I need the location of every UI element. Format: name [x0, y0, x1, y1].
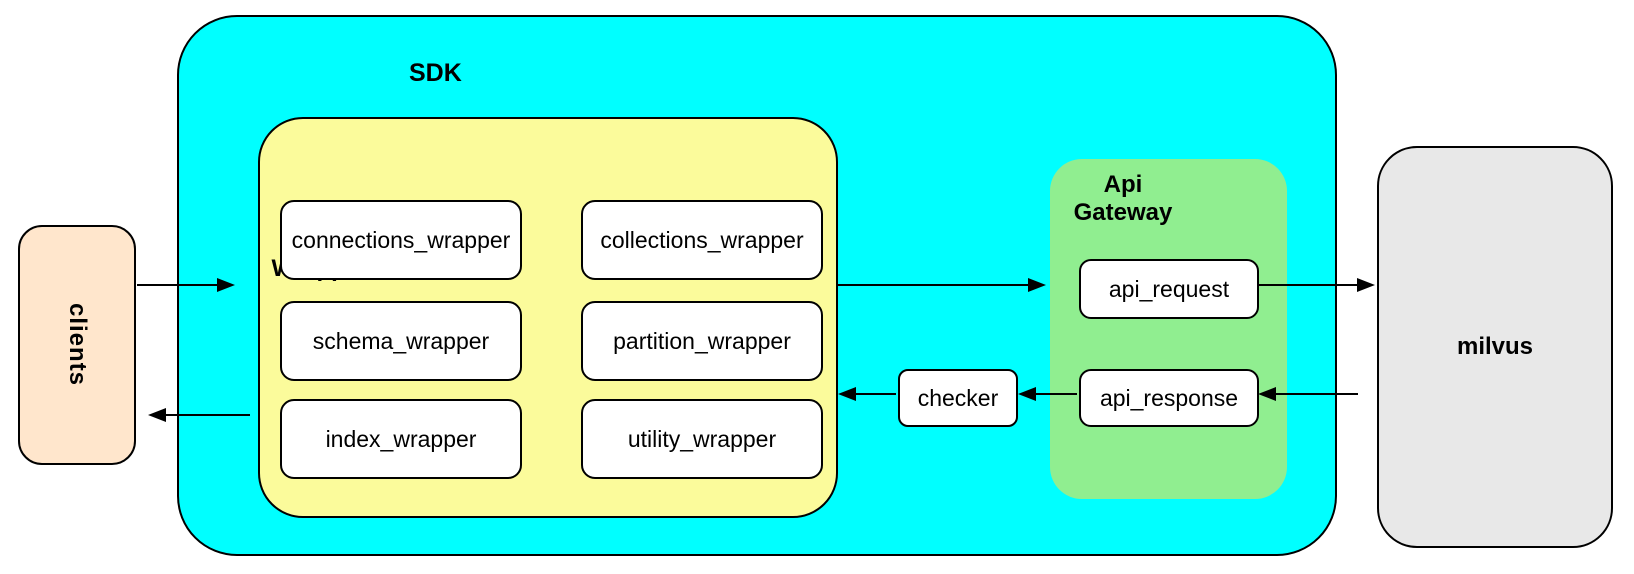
module-connections-wrapper: connections_wrapper	[280, 200, 522, 280]
arrow-clients-to-sdk-line	[137, 284, 217, 286]
module-collections-wrapper-label: collections_wrapper	[600, 226, 804, 253]
arrow-request-to-milvus-line	[1257, 284, 1357, 286]
milvus-label: milvus	[1456, 333, 1534, 360]
module-index-wrapper-label: index_wrapper	[325, 425, 477, 452]
module-index-wrapper: index_wrapper	[280, 399, 522, 479]
arrow-milvus-to-response-line	[1276, 393, 1358, 395]
arrow-wrapper-to-clients-line	[166, 414, 250, 416]
arrow-response-to-checker-line	[1036, 393, 1077, 395]
arrow-checker-to-wrapper-head	[838, 387, 856, 401]
milvus-box: milvus	[1377, 146, 1613, 548]
module-schema-wrapper: schema_wrapper	[280, 301, 522, 381]
api-gateway-label: Api Gateway	[1063, 171, 1183, 227]
arrow-request-to-milvus-head	[1357, 278, 1375, 292]
api-gateway-box: Api Gateway api_request api_response	[1050, 159, 1287, 499]
arrow-checker-to-wrapper-line	[856, 393, 896, 395]
arrow-response-to-checker-head	[1018, 387, 1036, 401]
sdk-container: SDK Api Wrapper connections_wrapper coll…	[177, 15, 1337, 556]
arrow-clients-to-sdk-head	[217, 278, 235, 292]
api-request-label: api_request	[1108, 275, 1230, 302]
api-request-box: api_request	[1079, 259, 1259, 319]
module-collections-wrapper: collections_wrapper	[581, 200, 823, 280]
arrow-wrapper-to-gateway-line	[836, 284, 1028, 286]
arrow-wrapper-to-gateway-head	[1028, 278, 1046, 292]
sdk-label: SDK	[409, 59, 462, 87]
clients-label: clients	[64, 303, 91, 387]
module-connections-wrapper-label: connections_wrapper	[291, 226, 511, 253]
api-response-label: api_response	[1099, 384, 1239, 411]
arrow-milvus-to-response-head	[1258, 387, 1276, 401]
clients-box: clients	[18, 225, 136, 465]
checker-label: checker	[917, 384, 999, 411]
module-utility-wrapper-label: utility_wrapper	[627, 425, 777, 452]
arrow-wrapper-to-clients-head	[148, 408, 166, 422]
api-gateway-label-line2: Gateway	[1073, 199, 1173, 226]
module-utility-wrapper: utility_wrapper	[581, 399, 823, 479]
api-response-box: api_response	[1079, 369, 1259, 427]
module-schema-wrapper-label: schema_wrapper	[312, 327, 490, 354]
api-gateway-label-line1: Api	[1103, 171, 1143, 198]
module-partition-wrapper: partition_wrapper	[581, 301, 823, 381]
checker-box: checker	[898, 369, 1018, 427]
api-wrapper-box: Api Wrapper connections_wrapper collecti…	[258, 117, 838, 518]
module-partition-wrapper-label: partition_wrapper	[613, 327, 791, 354]
